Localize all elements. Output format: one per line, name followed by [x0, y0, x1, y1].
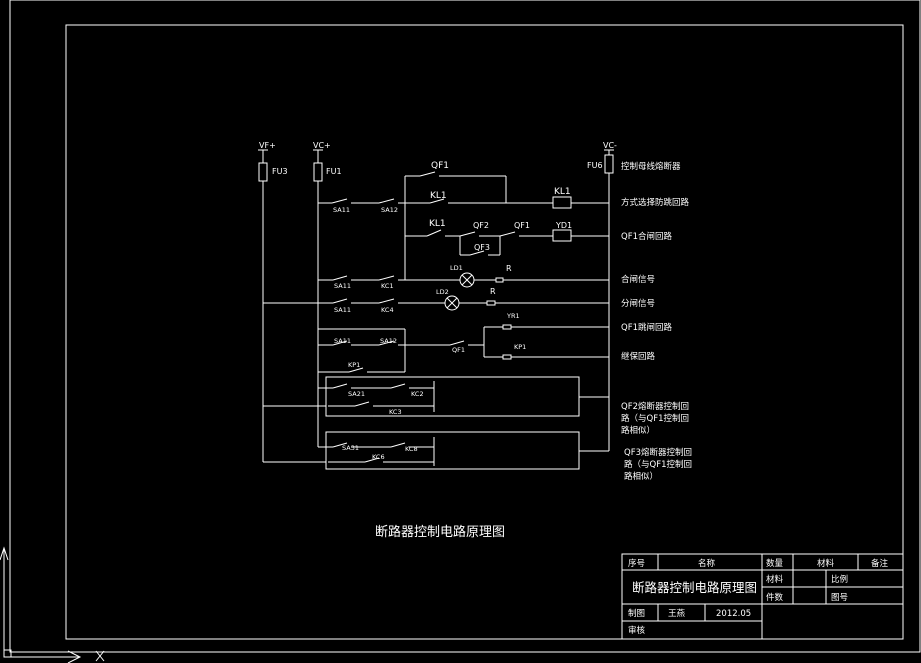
label-kp1-a: KP1	[514, 343, 526, 351]
label-vc-plus: VC+	[313, 141, 331, 150]
label-qf1-top: QF1	[431, 161, 449, 171]
desc-qf3-line2: 路（与QF1控制回	[624, 459, 692, 470]
sheet-frame	[9, 0, 921, 653]
desc-qf3-line1: QF3熔断器控制回	[624, 447, 692, 458]
tb-drawing-no-label: 图号	[831, 593, 848, 603]
label-sa11-1: SA11	[333, 206, 350, 214]
tb-reviewer-label: 审核	[628, 625, 646, 636]
label-kl1-coil: KL1	[554, 187, 571, 197]
tb-count-label: 件数	[766, 592, 784, 603]
label-sa12-1: SA12	[381, 206, 398, 214]
fuse-fu6-symbol	[604, 154, 614, 174]
label-sa12-2: SA12	[380, 337, 397, 345]
label-r1: R	[506, 264, 512, 273]
relay-kp1-symbol	[502, 354, 512, 360]
label-fu6: FU6	[587, 161, 603, 170]
label-kc8: KC8	[405, 445, 418, 453]
desc-anti-pump: 方式选择防跳回路	[621, 197, 690, 208]
tb-scale-label: 比例	[831, 574, 848, 585]
desc-closing-signal: 合闸信号	[621, 274, 655, 285]
label-sa11-2: SA11	[334, 282, 351, 290]
label-ld1: LD1	[450, 264, 463, 272]
tb-date: 2012.05	[716, 609, 751, 619]
desc-qf2-line1: QF2熔断器控制回	[621, 401, 689, 412]
label-ld2: LD2	[436, 288, 449, 296]
resistor-r1-symbol	[495, 277, 504, 283]
tb-header-qty: 数量	[766, 558, 784, 569]
label-r2: R	[490, 287, 496, 296]
tb-header-material: 材料	[817, 558, 835, 569]
diagram-title: 断路器控制电路原理图	[375, 524, 505, 540]
desc-protection: 继保回路	[621, 351, 656, 362]
desc-qf1-closing: QF1合闸回路	[621, 231, 672, 242]
lamp-ld1-symbol	[459, 272, 475, 288]
tb-material-label: 材料	[766, 574, 784, 585]
label-kc2: KC2	[411, 390, 424, 398]
label-qf2: QF2	[473, 221, 489, 230]
label-qf3: QF3	[474, 243, 490, 252]
label-qf1-b: QF1	[514, 221, 530, 230]
label-sa11-4: SA11	[334, 337, 351, 345]
title-block	[621, 553, 904, 640]
coil-yr1-symbol	[502, 324, 512, 330]
label-kc3: KC3	[389, 408, 402, 416]
label-kc6: KC6	[372, 453, 385, 461]
label-yd1: YD1	[555, 221, 572, 230]
tb-header-remark: 备注	[871, 558, 889, 569]
desc-qf3-line3: 路相似）	[624, 471, 658, 482]
label-vf-plus: VF+	[259, 141, 276, 150]
desc-qf2-line2: 路（与QF1控制回	[621, 413, 689, 424]
tb-drafter-label: 制图	[628, 608, 645, 619]
label-yr1: YR1	[506, 312, 520, 320]
desc-bus-fuse: 控制母线熔断器	[621, 161, 681, 172]
label-fu1: FU1	[326, 167, 342, 176]
label-kc1: KC1	[381, 282, 394, 290]
lamp-ld2-symbol	[444, 295, 460, 311]
tb-header-name: 名称	[698, 558, 716, 569]
tb-drawing-name: 断路器控制电路原理图	[632, 580, 757, 595]
label-qf1-c: QF1	[452, 346, 465, 354]
fuse-fu1-symbol	[313, 162, 323, 182]
ucs-axis-icon	[0, 546, 105, 663]
coil-yd1-symbol	[552, 229, 572, 242]
label-kc4: KC4	[381, 306, 394, 314]
desc-qf2-line3: 路相似）	[621, 425, 655, 436]
circuit-wiring	[262, 150, 610, 470]
label-vc-minus: VC-	[603, 141, 617, 150]
label-sa31: SA31	[342, 444, 359, 452]
coil-kl1-symbol	[552, 196, 572, 209]
resistor-r2-symbol	[486, 300, 496, 306]
fuse-fu3-symbol	[258, 162, 268, 182]
label-sa21: SA21	[348, 390, 365, 398]
label-kl1-a: KL1	[430, 191, 447, 201]
label-kl1-b: KL1	[429, 219, 446, 229]
tb-header-index: 序号	[628, 558, 645, 569]
desc-opening-signal: 分闸信号	[621, 298, 655, 309]
label-kp1-b: KP1	[348, 361, 360, 369]
desc-qf1-trip: QF1跳闸回路	[621, 322, 672, 333]
label-fu3: FU3	[272, 167, 288, 176]
label-sa11-3: SA11	[334, 306, 351, 314]
tb-author: 王燕	[668, 608, 686, 619]
